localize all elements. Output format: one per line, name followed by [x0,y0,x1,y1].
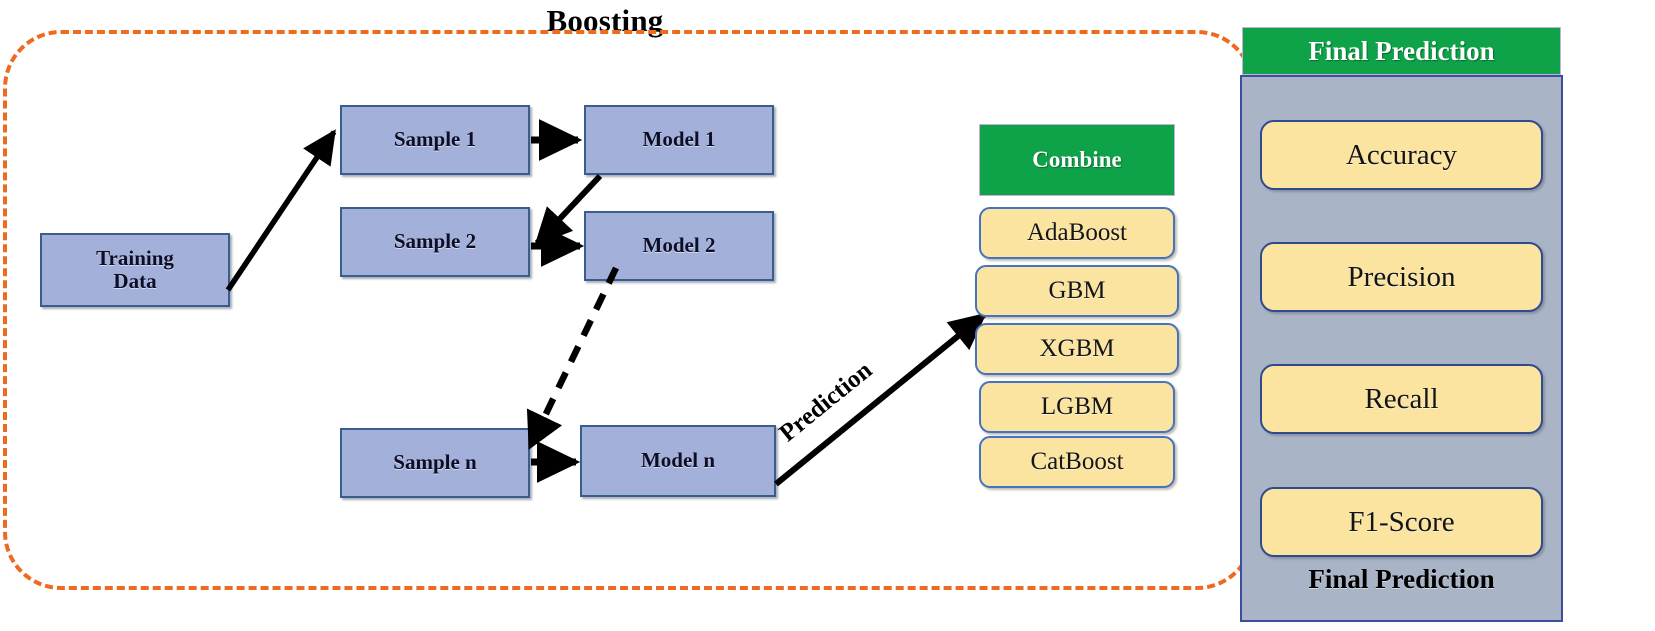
metric-accuracy[interactable]: Accuracy [1260,120,1543,190]
training-data-label-line2: Data [113,269,157,293]
model-2-label: Model 2 [642,233,716,258]
model-1-box[interactable]: Model 1 [584,105,774,175]
combine-item-label: XGBM [1039,335,1115,362]
model-2-box[interactable]: Model 2 [584,211,774,281]
metric-f1-score[interactable]: F1-Score [1260,487,1543,557]
combine-header-label: Combine [1032,147,1122,172]
combine-item-label: AdaBoost [1027,219,1127,246]
final-prediction-header: Final Prediction [1242,27,1561,75]
final-prediction-footer: Final Prediction [1240,557,1563,601]
metric-label: Accuracy [1345,138,1458,171]
combine-item-label: GBM [1048,277,1106,304]
combine-item-gbm[interactable]: GBM [975,265,1179,317]
model-1-label: Model 1 [642,127,716,152]
sample-n-label: Sample n [393,450,477,475]
combine-item-catboost[interactable]: CatBoost [979,436,1175,488]
combine-item-lgbm[interactable]: LGBM [979,381,1175,433]
metric-precision[interactable]: Precision [1260,242,1543,312]
final-prediction-footer-label: Final Prediction [1308,563,1495,594]
metric-label: Precision [1347,260,1456,293]
combine-item-label: CatBoost [1030,448,1124,475]
sample-2-label: Sample 2 [393,229,477,254]
training-data-box[interactable]: Training Data [40,233,230,307]
metric-label: Recall [1364,382,1439,415]
metric-recall[interactable]: Recall [1260,364,1543,434]
metric-label: F1-Score [1348,505,1455,538]
combine-item-label: LGBM [1040,393,1114,420]
combine-item-xgbm[interactable]: XGBM [975,323,1179,375]
sample-1-label: Sample 1 [393,127,477,152]
training-data-label-line1: Training [96,245,174,270]
combine-header: Combine [979,124,1175,196]
model-n-label: Model n [640,448,716,473]
sample-2-box[interactable]: Sample 2 [340,207,530,277]
sample-1-box[interactable]: Sample 1 [340,105,530,175]
final-prediction-header-label: Final Prediction [1308,35,1495,66]
model-n-box[interactable]: Model n [580,425,776,497]
sample-n-box[interactable]: Sample n [340,428,530,498]
combine-item-adaboost[interactable]: AdaBoost [979,207,1175,259]
